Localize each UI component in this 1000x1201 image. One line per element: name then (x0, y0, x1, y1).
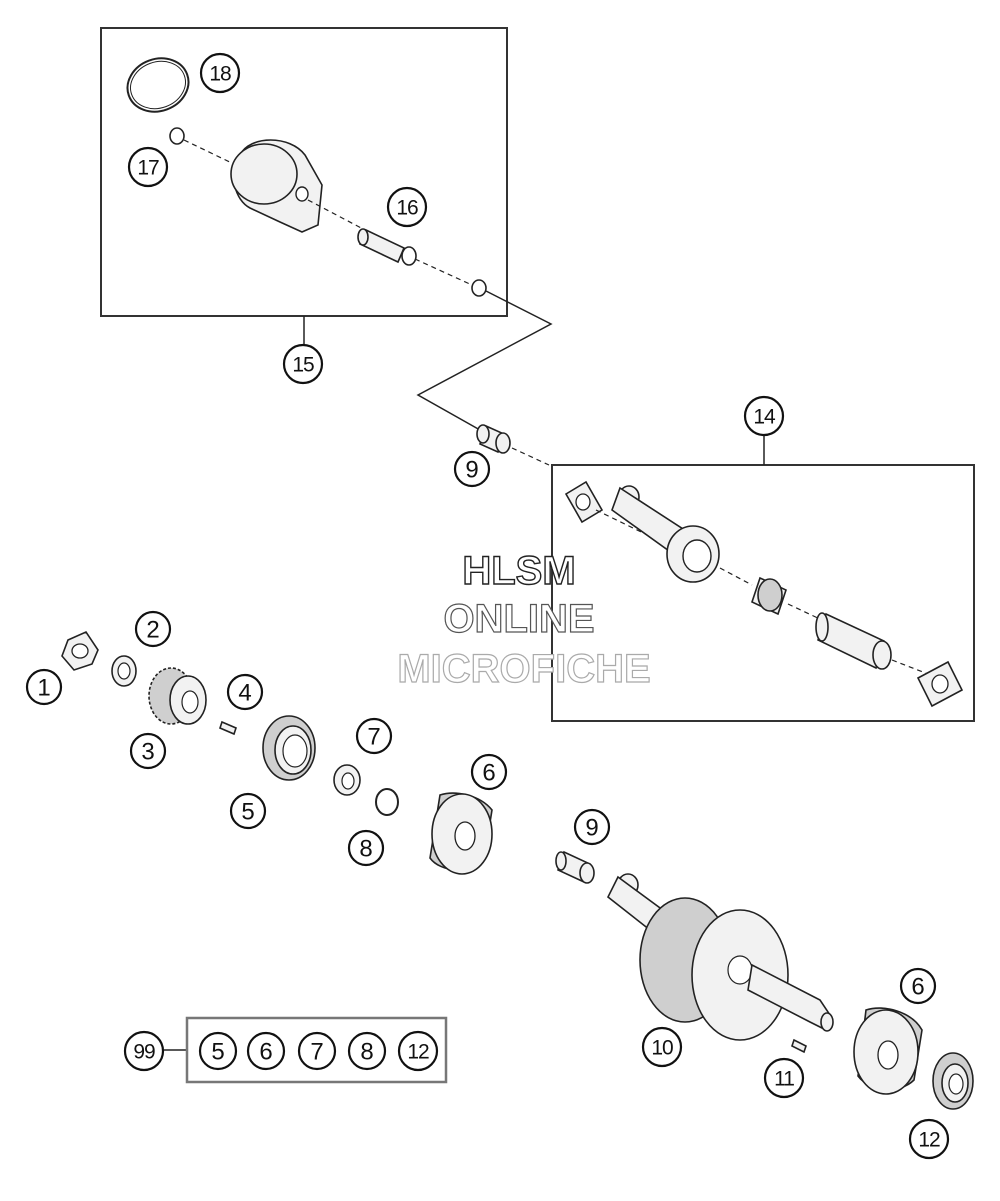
ball-bearing-left[interactable] (429, 792, 493, 875)
kit-item-6[interactable]: 6 (246, 1031, 286, 1071)
thrust-washer[interactable] (564, 480, 604, 524)
svg-text:6: 6 (259, 1039, 272, 1066)
svg-text:8: 8 (359, 836, 372, 863)
woodruff-key[interactable] (219, 720, 237, 736)
svg-text:10: 10 (651, 1037, 673, 1060)
svg-text:11: 11 (774, 1068, 794, 1091)
callout-7[interactable]: 7 (355, 717, 393, 755)
callout-6-right[interactable]: 6 (899, 967, 937, 1005)
callout-11[interactable]: 11 (763, 1057, 805, 1099)
kit-item-7[interactable]: 7 (297, 1031, 337, 1071)
needle-bearing-top[interactable] (476, 424, 511, 454)
shaft-seal[interactable] (262, 715, 316, 781)
callout-8[interactable]: 8 (347, 829, 385, 867)
ball-bearing-right[interactable] (853, 1007, 923, 1095)
callout-10[interactable]: 10 (641, 1026, 683, 1068)
svg-text:6: 6 (482, 760, 495, 787)
callout-17[interactable]: 17 (127, 146, 169, 188)
piston[interactable] (230, 139, 323, 233)
svg-text:12: 12 (918, 1129, 940, 1152)
svg-text:1: 1 (37, 675, 50, 702)
callout-15[interactable]: 15 (282, 343, 324, 385)
kit-item-12[interactable]: 12 (397, 1030, 439, 1072)
svg-text:5: 5 (211, 1039, 224, 1066)
callout-4[interactable]: 4 (226, 673, 264, 711)
callout-6-left[interactable]: 6 (470, 753, 508, 791)
kit-item-5[interactable]: 5 (198, 1031, 238, 1071)
crank-pin[interactable] (815, 612, 892, 670)
needle-bearing-bottom[interactable] (555, 850, 595, 884)
conrod-kit-box (551, 464, 975, 722)
svg-text:14: 14 (753, 406, 776, 429)
gasket-kit-box (185, 1016, 448, 1084)
callout-2[interactable]: 2 (134, 610, 172, 648)
nut[interactable] (61, 630, 99, 671)
watermark-line-1: HLSM (462, 549, 575, 593)
callout-99[interactable]: 99 (123, 1030, 165, 1072)
callout-9-bottom[interactable]: 9 (573, 808, 611, 846)
svg-text:9: 9 (585, 815, 598, 842)
svg-text:17: 17 (137, 157, 159, 180)
big-end-bearing[interactable] (751, 576, 787, 616)
shaft-seal-right[interactable] (932, 1052, 974, 1110)
callout-16[interactable]: 16 (386, 186, 428, 228)
callout-1[interactable]: 1 (25, 668, 63, 706)
o-ring[interactable] (375, 788, 399, 816)
piston-pin-circlip[interactable] (169, 127, 185, 145)
piston-ring[interactable] (120, 50, 196, 120)
kit-item-8[interactable]: 8 (347, 1031, 387, 1071)
crankshaft[interactable] (606, 873, 834, 1041)
callout-5[interactable]: 5 (229, 792, 267, 830)
primary-gear[interactable] (148, 667, 207, 725)
washer[interactable] (111, 655, 137, 687)
callout-9-top[interactable]: 9 (453, 450, 491, 488)
svg-text:9: 9 (465, 457, 478, 484)
svg-text:3: 3 (141, 739, 154, 766)
connecting-rod[interactable] (611, 485, 720, 583)
svg-text:12: 12 (407, 1041, 429, 1064)
piston-pin[interactable] (357, 228, 417, 266)
svg-text:4: 4 (238, 680, 251, 707)
svg-text:15: 15 (292, 354, 314, 377)
shim-washer[interactable] (333, 764, 361, 796)
watermark-line-3: MICROFICHE (397, 647, 650, 691)
watermark-line-2: ONLINE (443, 597, 594, 641)
callout-3[interactable]: 3 (129, 732, 167, 770)
svg-text:7: 7 (367, 724, 380, 751)
callout-14[interactable]: 14 (743, 395, 785, 437)
svg-text:8: 8 (360, 1039, 373, 1066)
svg-text:18: 18 (209, 63, 231, 86)
svg-text:16: 16 (396, 197, 418, 220)
svg-text:99: 99 (133, 1041, 155, 1064)
callout-18[interactable]: 18 (199, 52, 241, 94)
thrust-washer-2[interactable] (916, 660, 964, 708)
svg-text:6: 6 (911, 974, 924, 1001)
svg-text:5: 5 (241, 799, 254, 826)
woodruff-key-2[interactable] (791, 1038, 807, 1054)
svg-text:2: 2 (146, 617, 159, 644)
svg-text:7: 7 (310, 1039, 323, 1066)
piston-pin-circlip-2[interactable] (471, 279, 487, 297)
callout-12[interactable]: 12 (908, 1118, 950, 1160)
